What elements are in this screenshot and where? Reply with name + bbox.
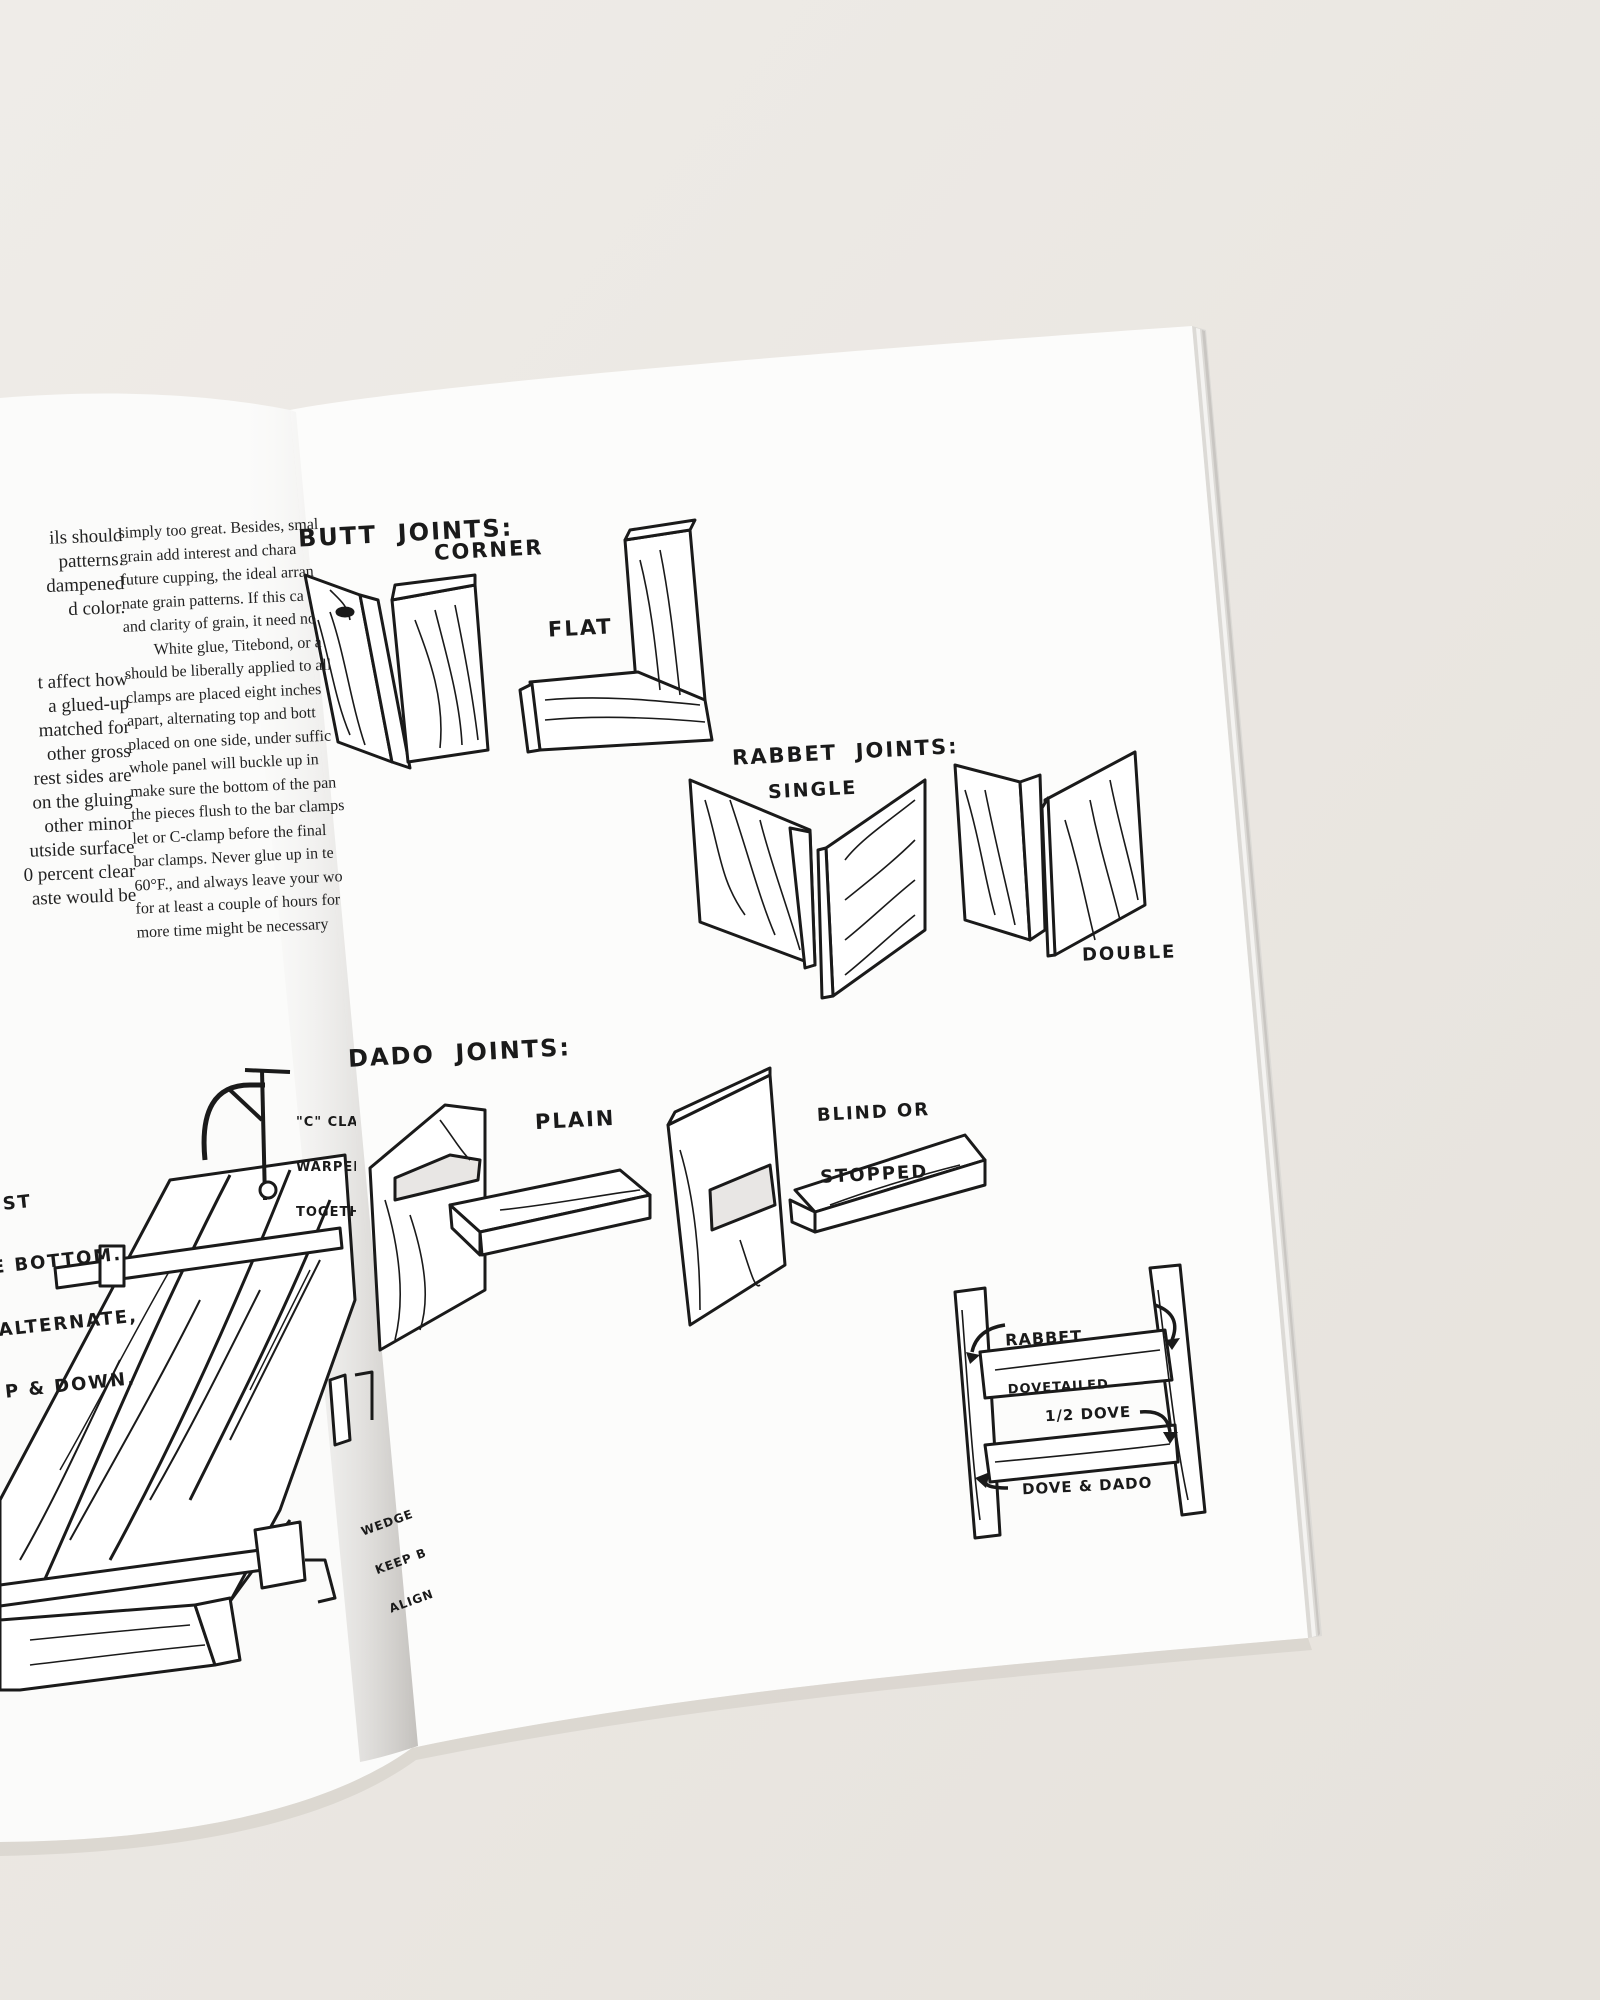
dado-plain-joint [368,1103,652,1352]
rabbet-double-joint [953,750,1147,958]
text-line: WARPED [296,1159,356,1175]
text-line: BLIND OR [816,1099,931,1127]
text-line: RABBET [1004,1326,1083,1350]
rabbet-single-label: SINGLE [767,776,858,804]
joint-drawings [303,518,1207,1540]
dado-plain-label: PLAIN [534,1105,616,1135]
rabbet-double-label: DOUBLE [1081,941,1177,966]
c-clamp-label: "C" CLAMP WARPED TOGETHER [296,1086,356,1235]
text-line: DOVETAILED [1007,1377,1110,1398]
page-stack-edge [1192,326,1322,1638]
text-line: E BOTTOM. [0,1244,124,1279]
left-column-2: simply too great. Besides, smal grain ad… [118,512,352,944]
text-line: WEDGE [359,1506,416,1539]
rabbet-dovetailed-label: RABBET DOVETAILED [1003,1291,1110,1416]
dado-blind-joint [666,1066,987,1327]
text-line: KEEP B [373,1545,429,1578]
text-line: ALIGN [387,1586,436,1616]
text-line: "C" CLAMP [296,1114,356,1130]
butt-corner-joint [303,573,490,770]
gutter-shadow [230,404,418,1762]
text-line: P & DOWN. [4,1367,137,1403]
dado-blind-label: BLIND OR STOPPED [814,1059,935,1210]
text-line: OST [0,1191,34,1218]
text-line: ALTERNATE, [0,1305,139,1341]
clamp-illustration [0,1068,374,1692]
text-line: TOGETHER [296,1204,356,1220]
rabbet-single-joint [688,778,927,1000]
text-line: STOPPED [819,1161,929,1189]
butt-flat-label: FLAT [547,614,614,642]
butt-flat-joint [518,518,714,754]
dovetail-ladder [953,1263,1207,1540]
left-column-1: ils should patterns. dampened d color. t… [0,524,137,913]
